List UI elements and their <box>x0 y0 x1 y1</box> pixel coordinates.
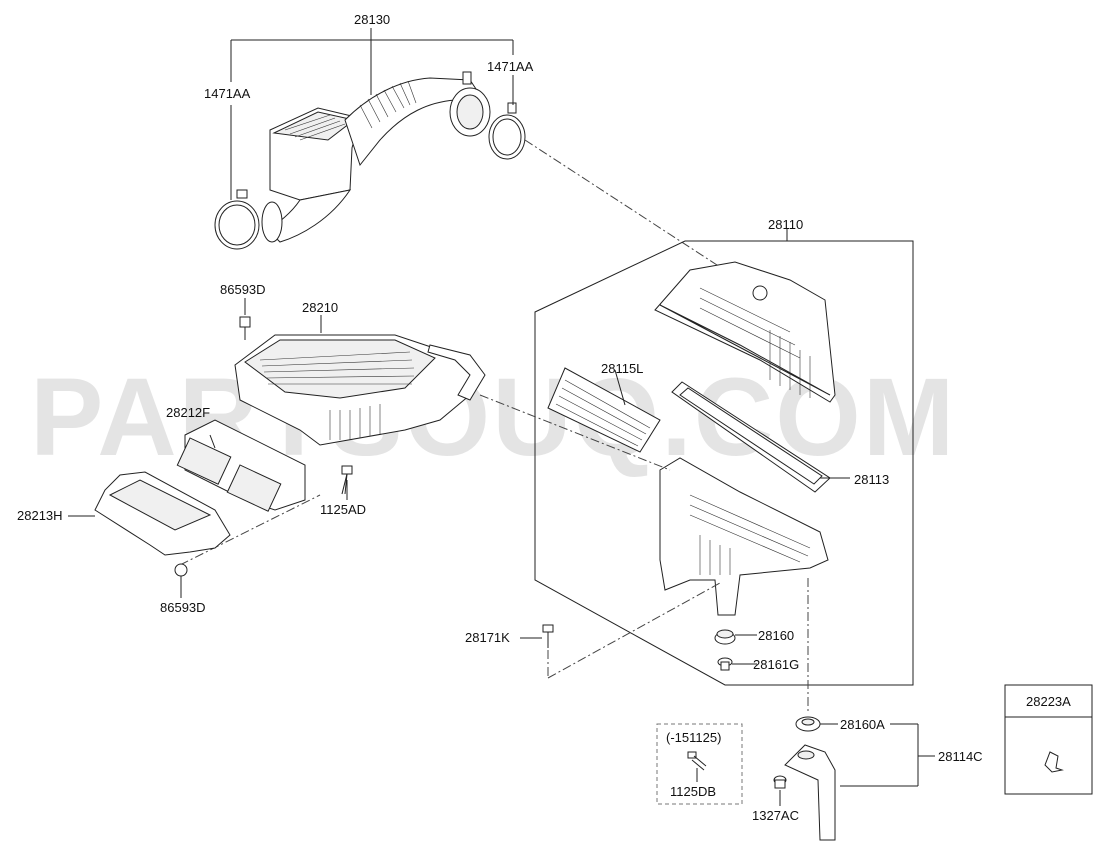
bolt-1125db[interactable] <box>687 751 707 771</box>
label-28171k: 28171K <box>465 630 510 645</box>
collar-28161g[interactable] <box>717 657 733 671</box>
label-1125ad: 1125AD <box>320 502 366 517</box>
air-duct-28210[interactable] <box>234 334 486 446</box>
clip-86593d-bottom[interactable] <box>174 563 188 598</box>
label-28161g: 28161G <box>753 657 799 672</box>
label-28223a: 28223A <box>1026 694 1071 709</box>
label-28160: 28160 <box>758 628 794 643</box>
duct-28213h[interactable] <box>94 471 231 556</box>
label-28113: 28113 <box>854 472 889 487</box>
label-28160a: 28160A <box>840 717 885 732</box>
label-28210: 28210 <box>302 300 338 315</box>
label-1125db: 1125DB <box>670 784 716 799</box>
bolt-28171k[interactable] <box>542 624 554 648</box>
label-28212f: 28212F <box>166 405 210 420</box>
label-86593d-bottom: 86593D <box>160 600 206 615</box>
part-28223a-box[interactable] <box>1004 684 1093 795</box>
duct-28212f[interactable] <box>176 419 306 512</box>
air-cleaner-upper-cover[interactable] <box>654 261 836 403</box>
label-28213h: 28213H <box>17 508 63 523</box>
label-28130: 28130 <box>354 12 390 27</box>
label-28114c: 28114C <box>938 749 983 764</box>
air-cleaner-lower-case[interactable] <box>659 457 829 616</box>
grommet-28160[interactable] <box>714 629 736 645</box>
label-28115l: 28115L <box>601 361 643 376</box>
label-86593d-top: 86593D <box>220 282 266 297</box>
hose-clamp-right[interactable] <box>488 102 526 160</box>
label-date-note: (-151125) <box>666 730 721 745</box>
clip-28223a <box>1044 751 1064 773</box>
insulator-28160a[interactable] <box>795 716 821 732</box>
intake-hose-group[interactable] <box>261 71 491 243</box>
nut-1327ac[interactable] <box>773 775 787 789</box>
date-range-inset <box>656 723 743 805</box>
label-1471aa-right: 1471AA <box>487 59 534 74</box>
label-1471aa-left: 1471AA <box>204 86 251 101</box>
bracket-28114c[interactable] <box>784 744 836 841</box>
bolt-1125ad[interactable] <box>341 465 353 495</box>
label-1327ac: 1327AC <box>752 808 799 823</box>
hose-clamp-left[interactable] <box>214 189 260 250</box>
label-28110: 28110 <box>768 217 803 232</box>
clip-86593d-top[interactable] <box>239 316 251 340</box>
filter-element[interactable] <box>547 367 661 453</box>
